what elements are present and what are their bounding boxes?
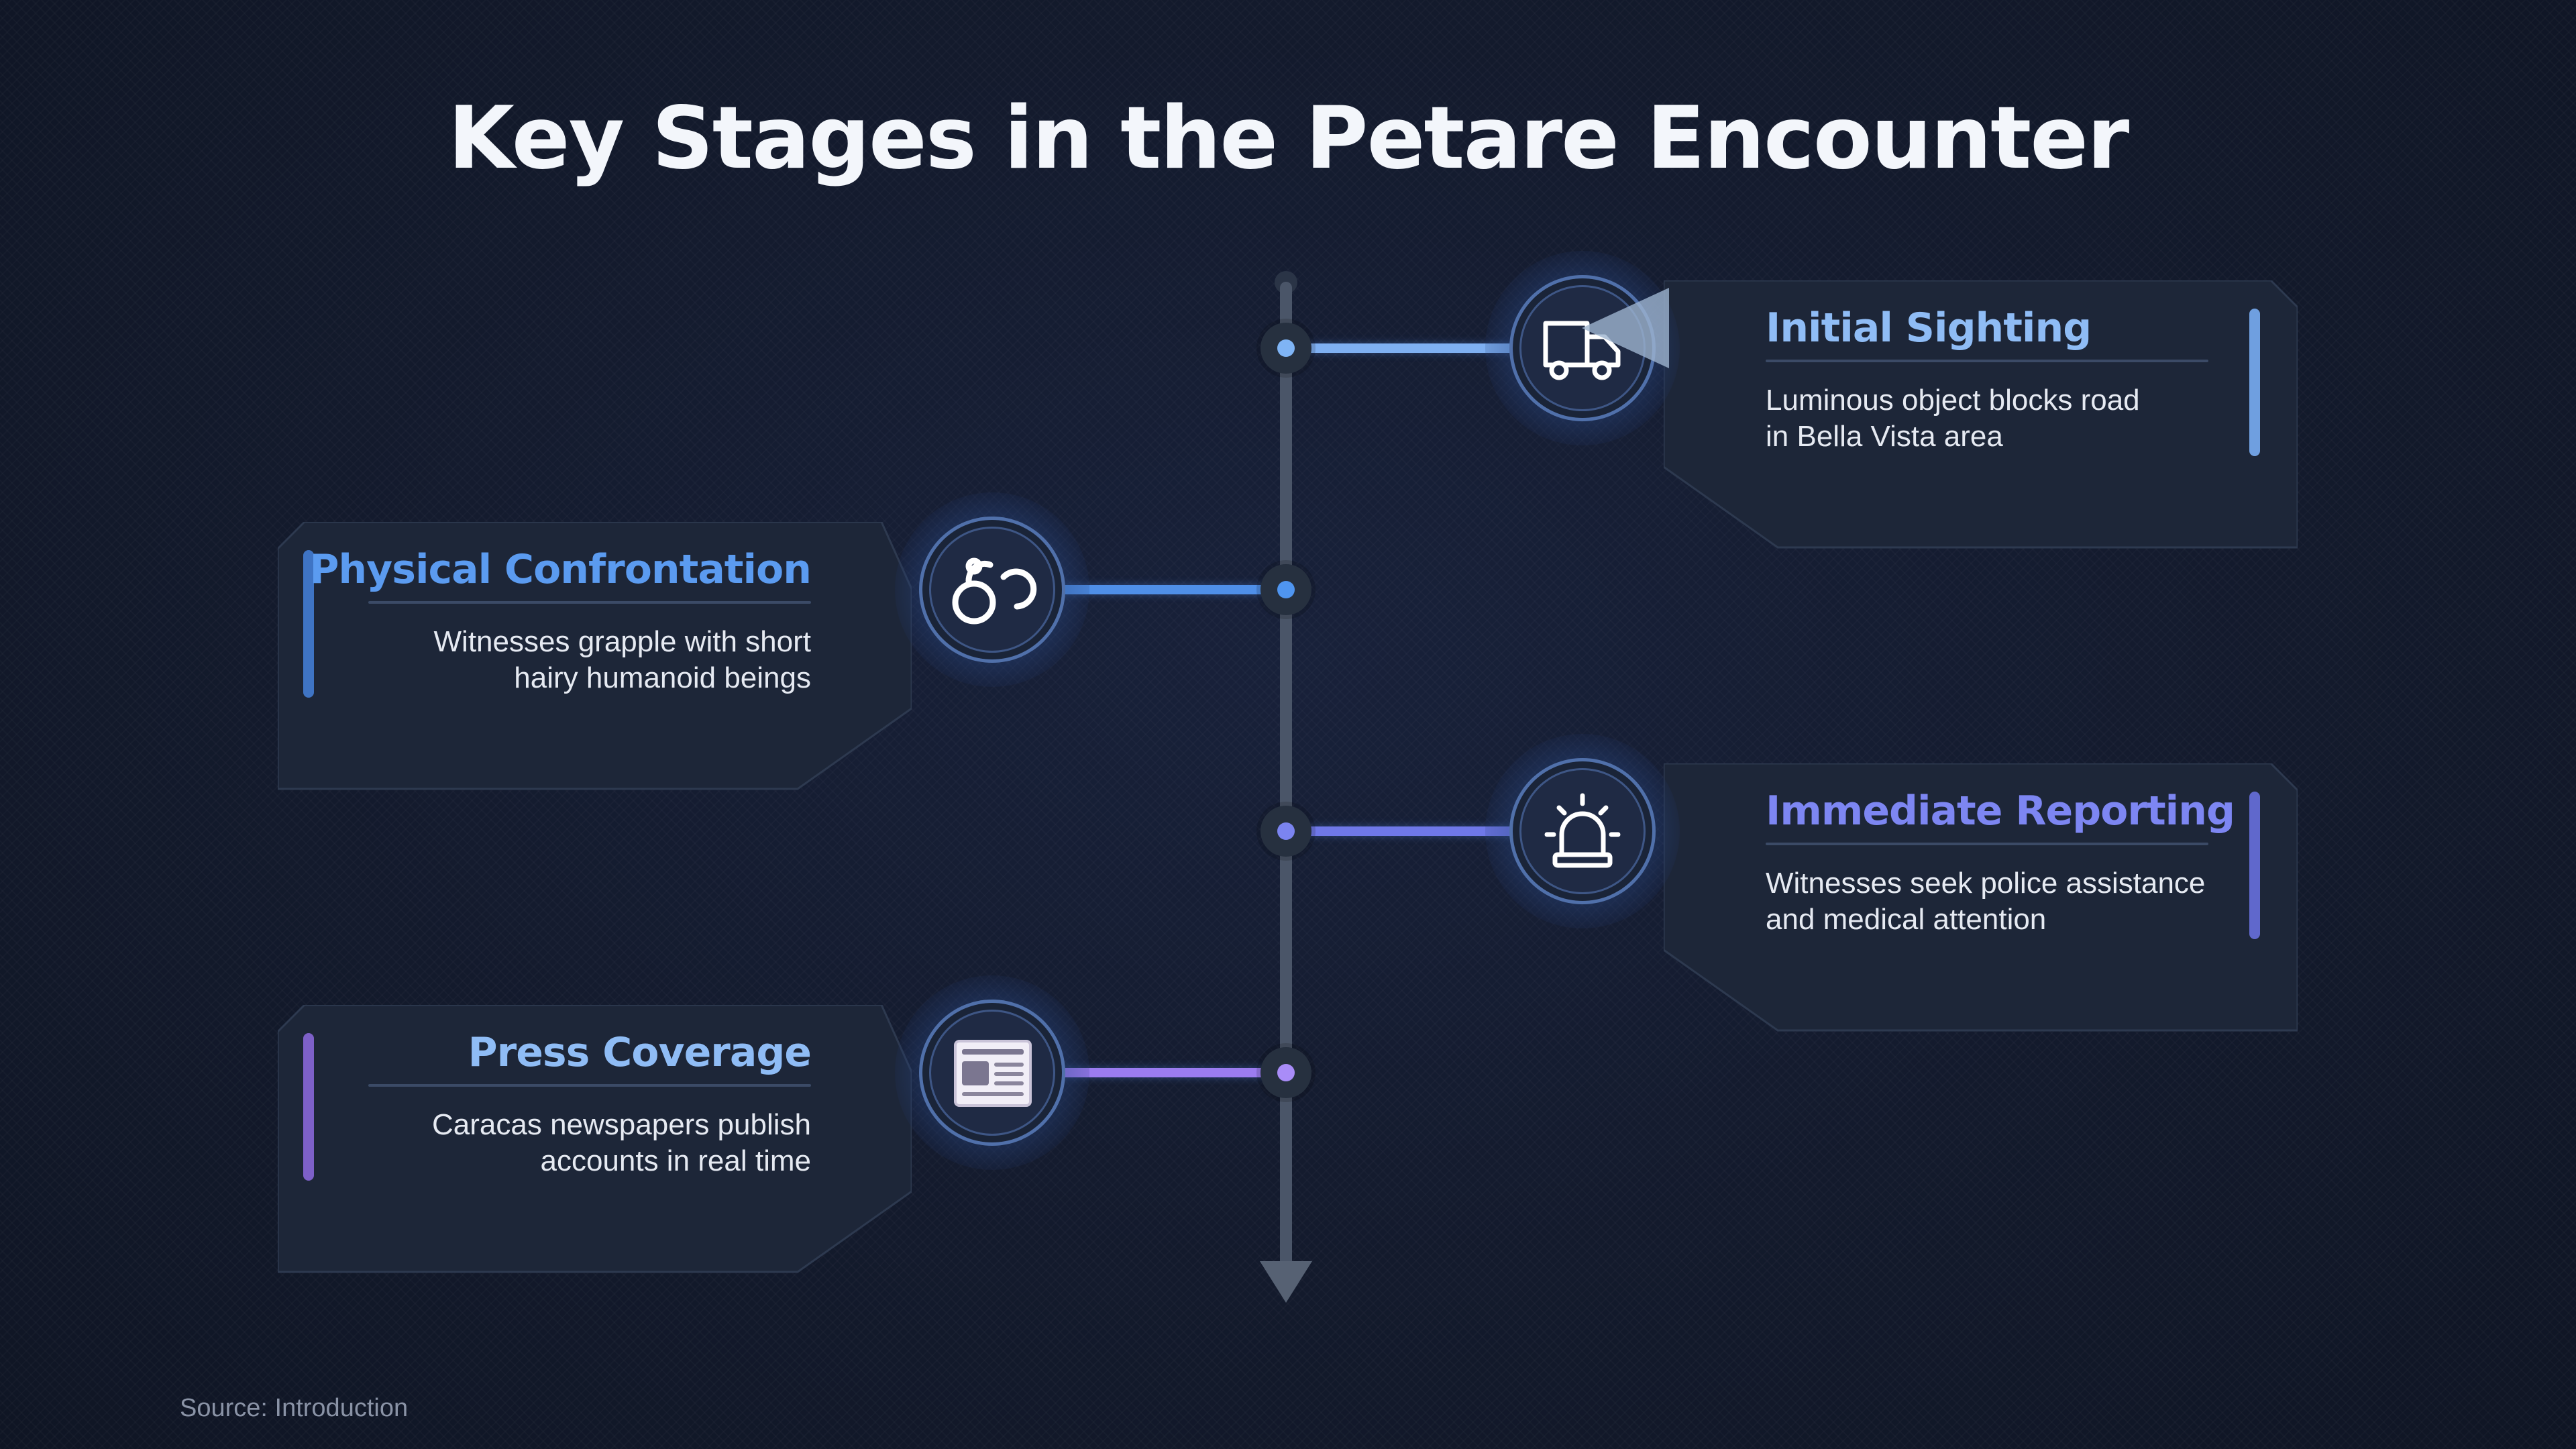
timeline-node-physical-confrontation: [1260, 564, 1311, 615]
stage-description: Luminous object blocks road in Bella Vis…: [1766, 382, 2235, 455]
handcuffs-icon: [952, 557, 1037, 625]
pointer-triangle: [1582, 288, 1669, 368]
truck-icon: [1543, 321, 1621, 380]
connector-press-coverage: [1060, 1068, 1288, 1077]
description-line-1: Caracas newspapers publish: [432, 1108, 811, 1141]
icon-bubble-press-coverage: [895, 975, 1089, 1170]
timeline-node-immediate-reporting: [1260, 806, 1311, 857]
timeline-node-initial-sighting: [1260, 323, 1311, 374]
icon-bubble-physical-confrontation: [895, 492, 1089, 687]
timeline-axis: [1280, 282, 1292, 1275]
connector-immediate-reporting: [1287, 826, 1515, 836]
description-line-1: Witnesses seek police assistance: [1766, 867, 2206, 900]
newspaper-icon: [954, 1040, 1032, 1107]
stage-card-initial-sighting: Initial Sighting Luminous object blocks …: [1664, 280, 2298, 549]
description-line-2: and medical attention: [1766, 903, 2047, 936]
description-line-2: hairy humanoid beings: [514, 661, 811, 694]
card-accent-bar: [303, 1033, 314, 1181]
stage-title: Physical Confrontation: [309, 546, 812, 593]
icon-bubble-immediate-reporting: [1485, 734, 1680, 928]
stage-description: Caracas newspapers publish accounts in r…: [341, 1107, 811, 1179]
description-line-1: Witnesses grapple with short: [433, 625, 811, 658]
stage-title: Press Coverage: [468, 1029, 812, 1076]
card-background: [1664, 280, 2298, 549]
title-underline: [368, 1084, 811, 1087]
stage-card-press-coverage: Press Coverage Caracas newspapers publis…: [278, 1005, 912, 1273]
siren-icon: [1544, 793, 1621, 868]
timeline-arrow-icon: [1260, 1261, 1312, 1303]
description-line-2: in Bella Vista area: [1766, 420, 2003, 453]
stage-title: Immediate Reporting: [1766, 788, 2235, 835]
timeline-node-press-coverage: [1260, 1047, 1311, 1098]
card-background: [1664, 763, 2298, 1032]
stage-title: Initial Sighting: [1766, 305, 2092, 352]
title-underline: [1766, 360, 2208, 362]
page-title: Key Stages in the Petare Encounter: [447, 89, 2129, 189]
card-accent-bar: [2249, 309, 2260, 456]
description-line-1: Luminous object blocks road: [1766, 384, 2140, 417]
title-underline: [1766, 843, 2208, 845]
card-background: [278, 522, 912, 790]
title-underline: [368, 601, 811, 604]
card-background: [278, 1005, 912, 1273]
stage-description: Witnesses grapple with short hairy human…: [341, 624, 811, 696]
connector-physical-confrontation: [1060, 585, 1288, 594]
connector-initial-sighting: [1287, 343, 1515, 353]
source-note: Source: Introduction: [180, 1394, 409, 1422]
card-accent-bar: [303, 550, 314, 698]
stage-card-physical-confrontation: Physical Confrontation Witnesses grapple…: [278, 522, 912, 790]
card-accent-bar: [2249, 792, 2260, 939]
stage-card-immediate-reporting: Immediate Reporting Witnesses seek polic…: [1664, 763, 2298, 1032]
description-line-2: accounts in real time: [540, 1144, 811, 1177]
stage-description: Witnesses seek police assistance and med…: [1766, 865, 2235, 938]
